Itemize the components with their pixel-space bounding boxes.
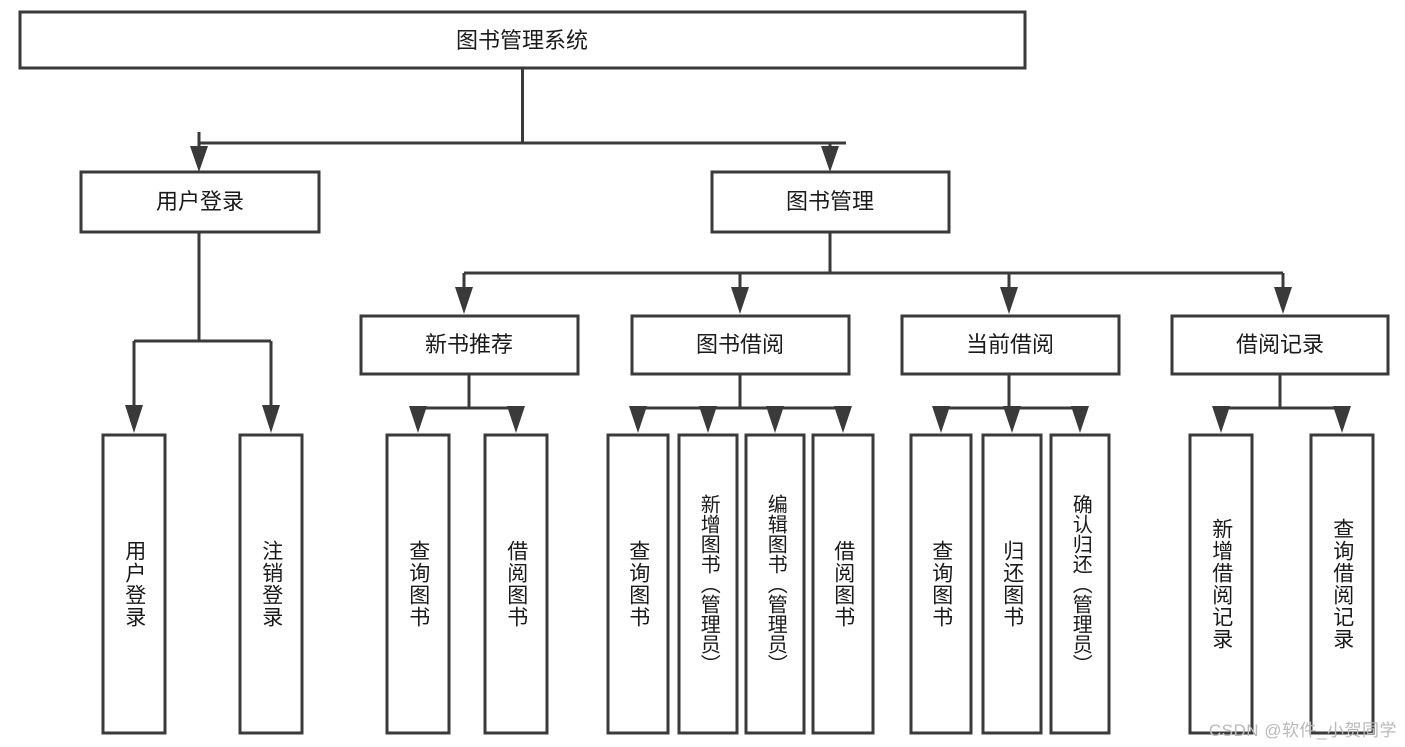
node-current-borrow[interactable]	[900, 314, 1121, 376]
connector-group-book-management	[455, 232, 1292, 314]
node-root[interactable]	[18, 10, 1027, 70]
connector-group-borrow-records	[1212, 374, 1351, 433]
arrowhead-book-management	[821, 146, 839, 172]
arrowhead-leaf-edit-book-admin	[766, 406, 784, 433]
connector-group-user-login	[125, 232, 280, 433]
node-leaf-query-book-current[interactable]	[909, 433, 973, 735]
node-leaf-edit-book-admin[interactable]	[744, 433, 806, 735]
arrowhead-leaf-user-login	[125, 405, 143, 433]
arrowhead-new-book-recommend	[455, 287, 473, 314]
arrowhead-leaf-logout	[262, 405, 280, 433]
node-new-book-recommend-label: 新书推荐	[425, 332, 513, 357]
arrowhead-leaf-return-book	[1003, 406, 1021, 433]
arrowhead-leaf-borrow-book	[834, 406, 852, 433]
node-user-login[interactable]	[79, 170, 321, 234]
arrowhead-user-login	[190, 146, 208, 172]
node-book-management[interactable]	[710, 170, 951, 234]
node-borrow-records[interactable]	[1170, 314, 1390, 376]
node-leaf-add-borrow-record[interactable]	[1188, 433, 1254, 735]
node-leaf-query-book-recommend[interactable]	[385, 433, 451, 735]
arrowhead-leaf-query-book-recommend	[409, 406, 427, 433]
arrowhead-leaf-borrow-book-recommend	[507, 406, 525, 433]
node-book-borrow-label: 图书借阅	[696, 332, 784, 357]
node-book-management-label: 图书管理	[786, 189, 874, 214]
arrowhead-current-borrow	[1000, 287, 1018, 314]
connector-group-new-book-recommend	[409, 374, 525, 433]
arrowhead-borrow-records	[1274, 287, 1292, 314]
node-leaf-add-book-admin[interactable]	[677, 433, 739, 735]
node-user-login-label: 用户登录	[156, 189, 244, 214]
csdn-watermark: CSDN @软件_小贺同学	[1208, 721, 1397, 740]
connector-group-root	[190, 68, 846, 172]
node-root-label: 图书管理系统	[456, 28, 588, 53]
connector-group-book-borrow	[629, 374, 852, 433]
arrowhead-book-borrow	[731, 287, 749, 314]
arrowhead-leaf-query-borrow-record	[1333, 406, 1351, 433]
arrowhead-leaf-add-borrow-record	[1212, 406, 1230, 433]
node-leaf-query-book-borrow[interactable]	[606, 433, 670, 735]
node-borrow-records-label: 借阅记录	[1236, 332, 1324, 357]
arrowhead-leaf-query-book-borrow	[629, 406, 647, 433]
node-leaf-confirm-return-admin[interactable]	[1049, 433, 1111, 735]
node-leaf-borrow-book-recommend[interactable]	[483, 433, 549, 735]
node-leaf-query-borrow-record[interactable]	[1309, 433, 1375, 735]
node-leaf-user-login[interactable]	[101, 433, 167, 735]
node-leaf-return-book[interactable]	[981, 433, 1043, 735]
arrowhead-leaf-add-book-admin	[699, 406, 717, 433]
arrowhead-leaf-query-book-current	[932, 406, 950, 433]
node-current-borrow-label: 当前借阅	[966, 332, 1054, 357]
node-book-borrow[interactable]	[630, 314, 851, 376]
node-leaf-logout[interactable]	[238, 433, 304, 735]
node-new-book-recommend[interactable]	[359, 314, 580, 376]
arrowhead-leaf-confirm-return-admin	[1071, 406, 1089, 433]
node-leaf-borrow-book[interactable]	[811, 433, 875, 735]
connector-group-current-borrow	[932, 374, 1089, 433]
